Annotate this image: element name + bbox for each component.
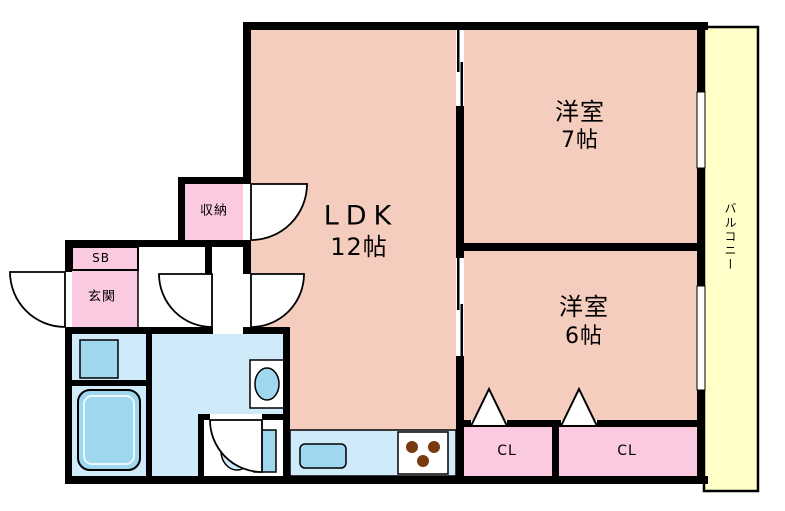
closet-left-label: CL <box>497 443 517 459</box>
wall-right <box>697 390 705 484</box>
wall-hall-stub <box>205 247 212 274</box>
stove-burner <box>406 441 418 453</box>
entrance-label: 玄関 <box>87 289 117 305</box>
wall-washroom-top <box>243 327 290 334</box>
wall-toilet-top <box>262 414 283 420</box>
wall-mid-divider <box>456 251 464 258</box>
wall-closet-top <box>507 420 561 427</box>
walls <box>65 22 708 484</box>
window-room6 <box>696 285 706 391</box>
doors <box>9 183 308 473</box>
closet-doors <box>469 386 599 427</box>
closet-right-folding-door <box>559 386 599 427</box>
toilet-door-opening <box>210 414 262 420</box>
bathtub <box>77 389 141 471</box>
closet-right-floor <box>559 427 697 476</box>
wall-laundry-divider <box>72 380 152 386</box>
wall-mid-divider <box>456 106 464 243</box>
wall-closet-top <box>597 420 704 427</box>
wall-right <box>697 22 705 92</box>
sliding-door-room7 <box>456 30 464 106</box>
wall-storage-left <box>178 177 185 247</box>
wall-mid-divider <box>456 356 464 476</box>
storage-door-arc <box>250 183 308 241</box>
windows-and-sliders <box>210 30 706 420</box>
closet-left-folding-door <box>469 386 509 427</box>
sliding-door-panel <box>460 62 463 106</box>
wall-hall-top <box>65 240 251 247</box>
western-room-6-size-label: 6帖 <box>565 324 603 349</box>
wall-closet-divider <box>552 427 559 476</box>
wall-left-outer <box>65 327 72 484</box>
storage-label: 収納 <box>199 203 229 219</box>
wall-bottom <box>65 476 708 484</box>
wall-washroom-top <box>65 327 213 334</box>
wall-bath-divider <box>146 334 152 476</box>
wall-top <box>243 22 708 30</box>
western-room-7-size-label: 7帖 <box>561 128 599 153</box>
sliding-door-panel <box>457 30 460 72</box>
wall-washroom-right <box>283 334 290 476</box>
toilet-door-arc <box>209 419 263 473</box>
western-room-7-label: 洋室 <box>555 98 605 126</box>
wall-right <box>697 168 705 286</box>
sliding-door-panel <box>460 304 463 356</box>
wall-left-outer <box>65 240 72 272</box>
sliding-door-panel <box>457 258 460 310</box>
wall-toilet-left <box>198 414 204 476</box>
ldk-door-arc <box>250 273 305 328</box>
ldk-size-label: 12帖 <box>330 233 388 261</box>
stove <box>397 431 449 475</box>
western-room-6-label: 洋室 <box>559 293 609 321</box>
bathtub-inner <box>83 395 135 465</box>
storage-floor <box>185 184 243 240</box>
shoe-box-label: SB <box>92 251 110 265</box>
closet-right-label: CL <box>617 443 637 459</box>
ldk-room-label: LDK <box>323 200 399 232</box>
wall-ldk-left <box>243 240 251 274</box>
wall-closet-top <box>456 420 471 427</box>
wall-storage-top <box>178 177 251 184</box>
wall-room7-room6-divider <box>456 243 704 251</box>
stove-burner <box>428 441 440 453</box>
stove-burner <box>417 455 429 467</box>
kitchen-sink <box>299 443 347 469</box>
front-door-arc <box>9 271 66 328</box>
balcony-label: バルコニー <box>723 202 737 272</box>
washing-machine <box>79 339 119 379</box>
wall-ldk-left <box>243 22 251 184</box>
sliding-door-room6 <box>456 258 464 356</box>
vanity-basin <box>254 367 280 401</box>
window-room7 <box>696 91 706 169</box>
entrance-hall-door-arc <box>158 273 213 328</box>
western-room-7-floor <box>464 30 697 243</box>
closet-left-floor <box>464 427 552 476</box>
